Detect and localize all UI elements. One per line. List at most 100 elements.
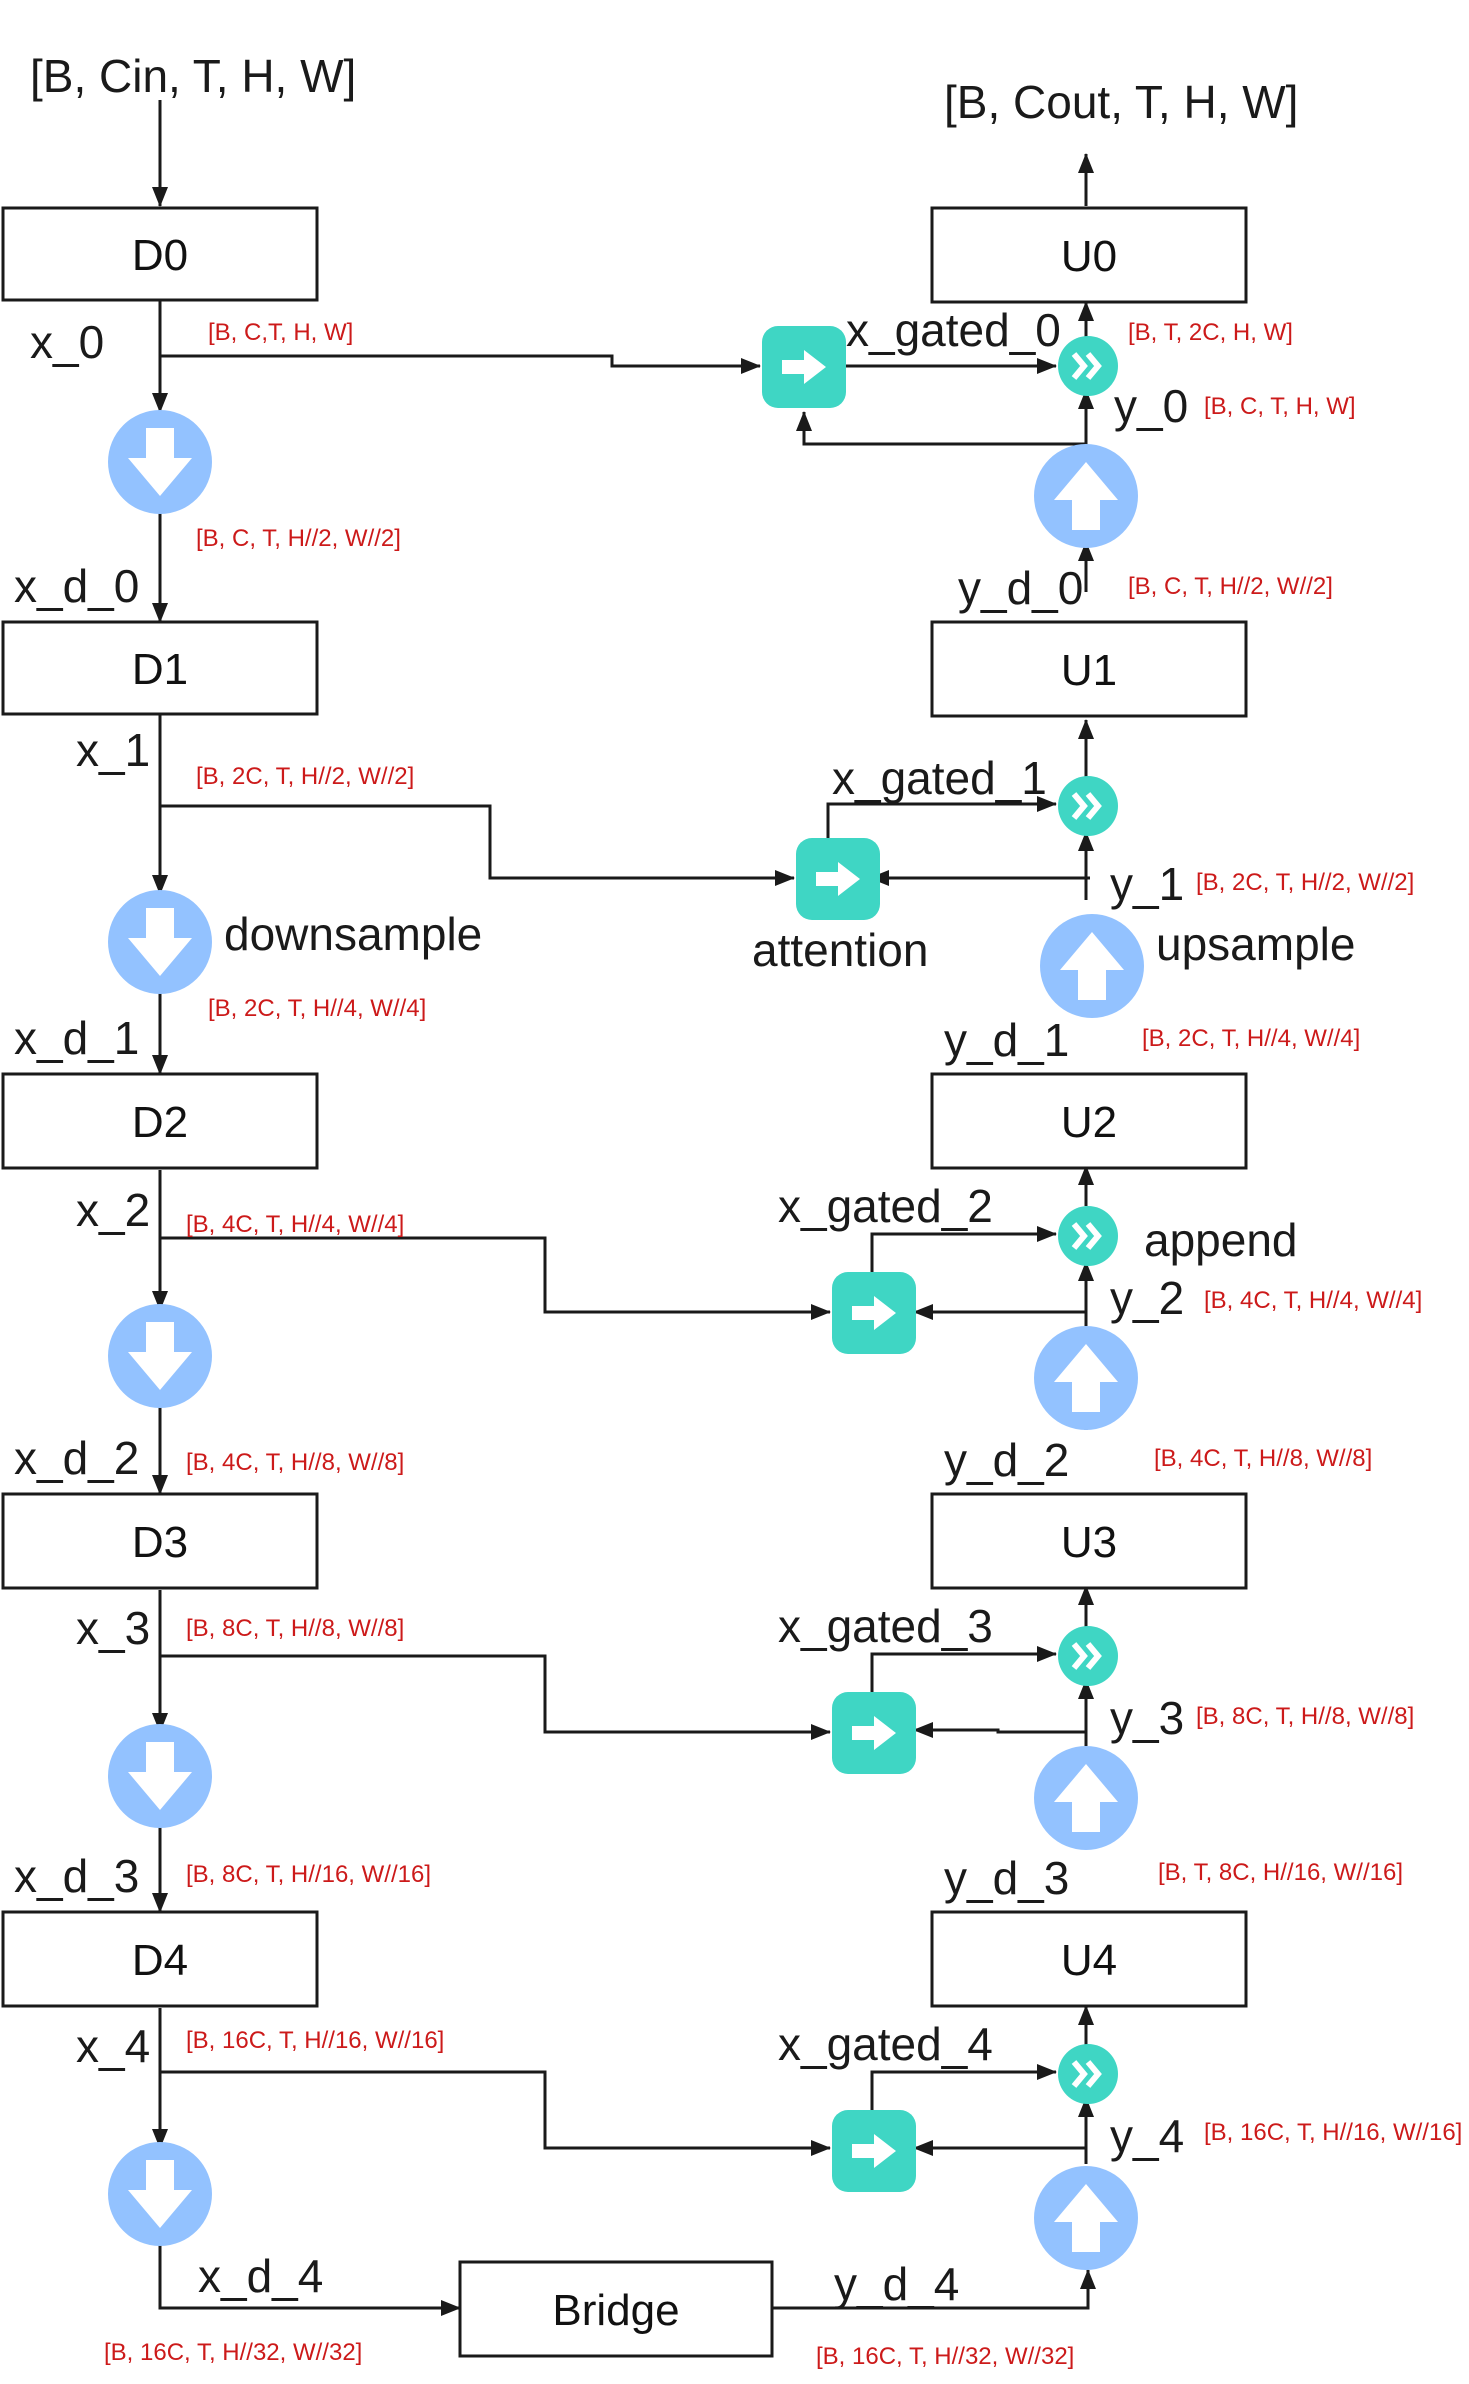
- attention-gate-2: [832, 1272, 916, 1354]
- label-x-gated-1: x_gated_1: [832, 752, 1047, 804]
- upsample-4: [1034, 2166, 1138, 2270]
- block-U4: U4: [930, 1910, 1248, 2008]
- block-label: D1: [132, 645, 188, 694]
- double-chevron-right-icon: [1071, 1642, 1102, 1670]
- append-node-3: [1058, 1626, 1118, 1686]
- attention-gate-3: [832, 1692, 916, 1774]
- label-attention: attention: [752, 924, 928, 976]
- block-U1: U1: [930, 620, 1248, 718]
- block-label: Bridge: [552, 2286, 679, 2335]
- dim-x-2: [B, 4C, T, H//4, W//4]: [186, 1211, 404, 1238]
- arrow-up-icon: [1060, 932, 1124, 1000]
- double-chevron-right-icon: [1071, 792, 1102, 820]
- arrow-down-icon: [128, 908, 192, 976]
- arrow-right-icon: [852, 1296, 896, 1330]
- downsample-1: [108, 890, 212, 994]
- block-D2: D2: [1, 1072, 319, 1170]
- dim-y-2: [B, 4C, T, H//4, W//4]: [1204, 1287, 1422, 1314]
- label-y-1: y_1: [1110, 858, 1184, 910]
- append-node-1: [1058, 776, 1118, 836]
- label-y-4: y_4: [1110, 2110, 1184, 2162]
- double-chevron-right-icon: [1071, 352, 1102, 380]
- block-bridge: Bridge: [458, 2260, 774, 2358]
- dim-y-d-1: [B, 2C, T, H//4, W//4]: [1142, 1025, 1360, 1052]
- label-append: append: [1144, 1214, 1298, 1266]
- arrow-up-icon: [1054, 462, 1118, 530]
- dim-y-d-3: [B, T, 8C, H//16, W//16]: [1158, 1859, 1403, 1886]
- label-x-d-0: x_d_0: [14, 560, 139, 612]
- block-D3: D3: [1, 1492, 319, 1590]
- attention-gate-1: [796, 838, 880, 920]
- dim-y-d-4: [B, 16C, T, H//32, W//32]: [816, 2343, 1074, 2370]
- arrow-down-icon: [128, 1742, 192, 1810]
- arrow-up-icon: [1054, 1344, 1118, 1412]
- label-x-d-2: x_d_2: [14, 1432, 139, 1484]
- upsample-0: [1034, 444, 1138, 548]
- block-D1: D1: [1, 620, 319, 716]
- append-node-2: [1058, 1206, 1118, 1266]
- encoder-edges: [152, 100, 461, 2316]
- dim-x-d-1: [B, 2C, T, H//4, W//4]: [208, 995, 426, 1022]
- block-label: U2: [1061, 1098, 1117, 1147]
- arrow-up-icon: [1054, 1764, 1118, 1832]
- label-y-2: y_2: [1110, 1272, 1184, 1324]
- dim-x-1: [B, 2C, T, H//2, W//2]: [196, 763, 414, 790]
- label-y-d-2: y_d_2: [944, 1434, 1069, 1486]
- label-y-d-4: y_d_4: [834, 2258, 959, 2310]
- label-y-d-3: y_d_3: [944, 1852, 1069, 1904]
- label-y-0: y_0: [1114, 380, 1188, 432]
- arrow-down-icon: [128, 1322, 192, 1390]
- dim-y-1: [B, 2C, T, H//2, W//2]: [1196, 869, 1414, 896]
- block-U2: U2: [930, 1072, 1248, 1170]
- dim-x-d-0: [B, C, T, H//2, W//2]: [196, 525, 401, 552]
- dim-x-0: [B, C,T, H, W]: [208, 319, 353, 346]
- block-label: U1: [1061, 646, 1117, 695]
- label-x-d-1: x_d_1: [14, 1012, 139, 1064]
- label-x-2: x_2: [76, 1184, 150, 1236]
- arrow-down-icon: [128, 428, 192, 496]
- arrow-right-icon: [852, 1716, 896, 1750]
- attention-gate-0: [762, 326, 846, 408]
- block-D4: D4: [1, 1910, 319, 2008]
- upsample-1: [1040, 914, 1144, 1018]
- arrow-right-icon: [816, 862, 860, 896]
- label-x-0: x_0: [30, 316, 104, 368]
- label-y-d-1: y_d_1: [944, 1014, 1069, 1066]
- label-upsample: upsample: [1156, 918, 1355, 970]
- output-shape: [B, Cout, T, H, W]: [944, 76, 1298, 128]
- block-label: D4: [132, 1936, 188, 1985]
- dim-y-d-2: [B, 4C, T, H//8, W//8]: [1154, 1445, 1372, 1472]
- arrow-down-icon: [128, 2160, 192, 2228]
- dim-x-d-2: [B, 4C, T, H//8, W//8]: [186, 1449, 404, 1476]
- label-x-d-4: x_d_4: [198, 2250, 323, 2302]
- downsample-3: [108, 1724, 212, 1828]
- skip-connections: [160, 354, 831, 2156]
- block-label: U0: [1061, 232, 1117, 281]
- block-label: U3: [1061, 1518, 1117, 1567]
- arrow-up-icon: [1054, 2184, 1118, 2252]
- label-x-gated-4: x_gated_4: [778, 2018, 993, 2070]
- label-x-gated-3: x_gated_3: [778, 1600, 993, 1652]
- double-chevron-right-icon: [1071, 2060, 1102, 2088]
- label-x-gated-0: x_gated_0: [846, 304, 1061, 356]
- arrow-right-icon: [782, 350, 826, 384]
- append-node-0: [1058, 336, 1118, 396]
- upsample-3: [1034, 1746, 1138, 1850]
- downsample-4: [108, 2142, 212, 2246]
- dim-u0-out: [B, T, 2C, H, W]: [1128, 319, 1293, 346]
- downsample-0: [108, 410, 212, 514]
- label-x-3: x_3: [76, 1602, 150, 1654]
- dim-y-3: [B, 8C, T, H//8, W//8]: [1196, 1703, 1414, 1730]
- label-y-d-0: y_d_0: [958, 562, 1083, 614]
- dim-x-d-4: [B, 16C, T, H//32, W//32]: [104, 2339, 362, 2366]
- arrow-right-icon: [852, 2134, 896, 2168]
- dim-x-3: [B, 8C, T, H//8, W//8]: [186, 1615, 404, 1642]
- append-node-4: [1058, 2044, 1118, 2104]
- attention-gate-4: [832, 2110, 916, 2192]
- label-x-d-3: x_d_3: [14, 1850, 139, 1902]
- dim-x-d-3: [B, 8C, T, H//16, W//16]: [186, 1861, 431, 1888]
- dim-y-d-0: [B, C, T, H//2, W//2]: [1128, 573, 1333, 600]
- dim-y-4: [B, 16C, T, H//16, W//16]: [1204, 2119, 1462, 2146]
- dim-x-4: [B, 16C, T, H//16, W//16]: [186, 2027, 444, 2054]
